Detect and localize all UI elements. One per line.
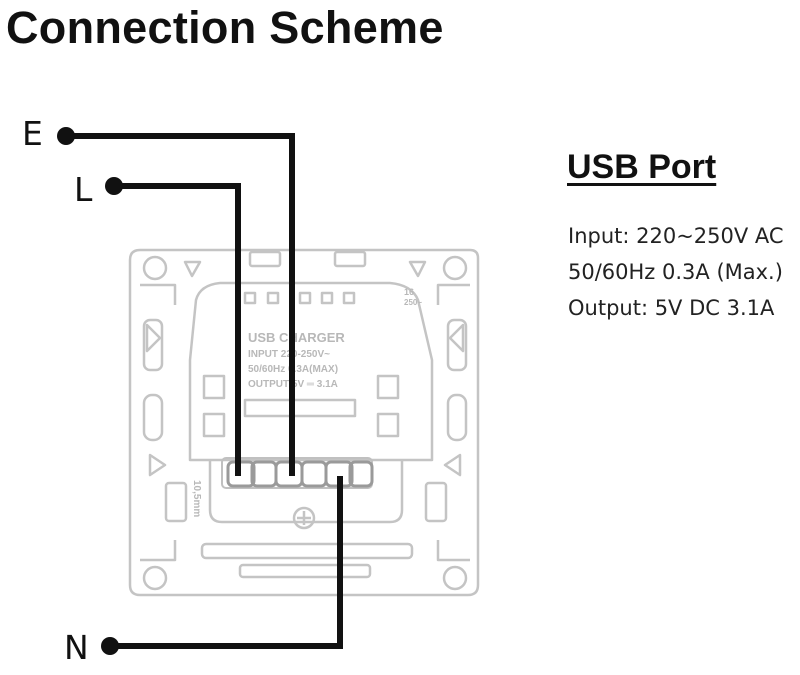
module-label: USB CHARGER INPUT 220-250V~ 50/60Hz 0.3A…: [191, 287, 422, 517]
side-mark: 10,5mm: [191, 480, 202, 517]
spec-input: Input: 220~250V AC: [568, 224, 784, 248]
wire-terminals: [57, 127, 123, 655]
live-wire: [114, 183, 241, 476]
earth-terminal-dot: [57, 127, 75, 145]
earth-wire: [66, 133, 295, 476]
wires: [66, 133, 343, 649]
terminal-block: [221, 457, 374, 489]
spec-heading: USB Port: [567, 148, 717, 186]
live-terminal-dot: [105, 177, 123, 195]
neutral-wire: [110, 476, 343, 649]
neutral-terminal-dot: [101, 637, 119, 655]
wire-label-neutral: N: [64, 628, 89, 667]
socket-module-outline: [128, 248, 480, 597]
spec-output: Output: 5V DC 3.1A: [568, 296, 775, 320]
module-label-line: USB CHARGER: [248, 330, 345, 345]
wire-label-live: L: [74, 170, 93, 209]
wire-label-earth: E: [22, 114, 43, 153]
page-title: Connection Scheme: [6, 2, 444, 53]
spec-frequency: 50/60Hz 0.3A (Max.): [568, 260, 783, 284]
rating-bottom: 250~: [404, 298, 422, 307]
rating-top: 16: [404, 287, 414, 297]
